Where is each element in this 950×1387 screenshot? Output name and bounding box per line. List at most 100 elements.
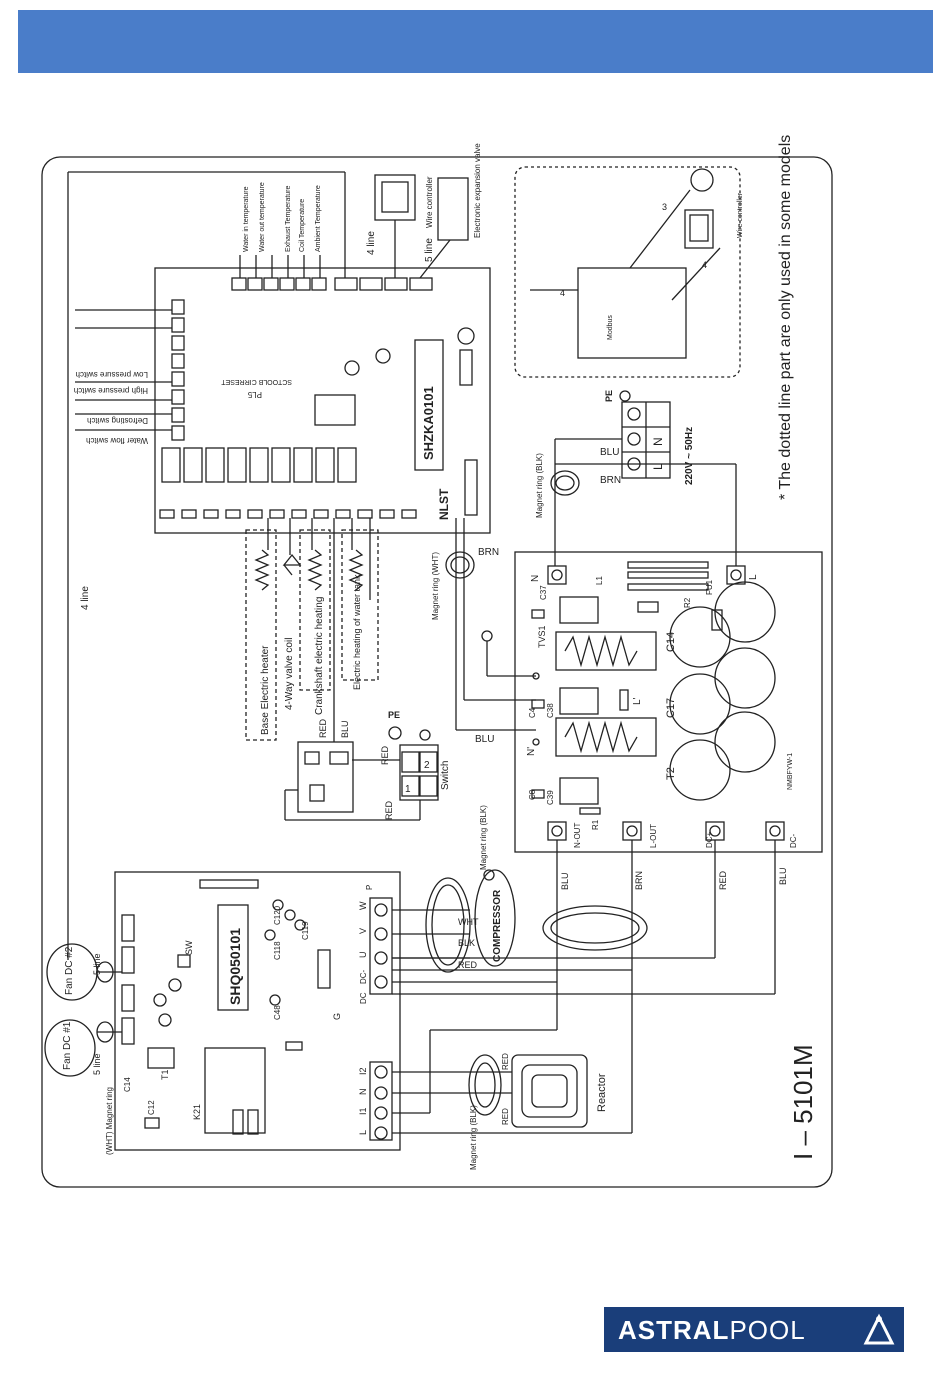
filter-c37: C37 [539, 585, 548, 600]
inverter-u: U [358, 952, 368, 959]
phase-blk: BLK [458, 938, 475, 948]
inverter-c119: C119 [301, 921, 310, 940]
inverter-v: V [358, 928, 368, 934]
inverter-board [114, 871, 401, 1151]
bus-red: RED [718, 870, 728, 890]
switch-pin-2: 2 [424, 760, 430, 771]
diagram-frame [41, 156, 833, 1188]
dotted-4b: 4 [560, 288, 565, 298]
inverter-code: SHQ050101 [227, 928, 243, 1005]
power-blu: BLU [600, 447, 619, 458]
power-pe: PE [604, 390, 614, 402]
output-pads [159, 509, 417, 519]
inverter-c120: C120 [273, 905, 282, 925]
four-line-label: 4 line [366, 231, 377, 255]
fan-5line-b: 5 line [92, 1053, 102, 1075]
inverter-terminal-strip [369, 897, 393, 1141]
bus-blu: BLU [560, 872, 570, 890]
power-term-l: L [651, 463, 665, 470]
nlst-label: NLST [437, 488, 451, 520]
switch-input-1: Water flow switch [86, 436, 148, 445]
filter-board [514, 551, 823, 853]
bus-brn: BRN [634, 871, 644, 890]
reactor-ring: Magnet ring (BLK) [469, 1105, 478, 1170]
dotted-modbus-box [514, 166, 741, 378]
inverter-dc: DC [359, 992, 368, 1004]
main-board-sub: PL5 [247, 390, 262, 399]
filter-nout: N-OUT [573, 823, 582, 848]
temp-input-2: Water out temperature [259, 182, 266, 252]
modbus-label: Modbus [607, 315, 614, 340]
reactor-label: Reactor [596, 1073, 608, 1112]
inverter-t1: T1 [160, 1069, 170, 1080]
header-bar [18, 10, 933, 73]
fan-dc-1 [44, 1019, 96, 1077]
main-mcu [414, 339, 444, 471]
temp-input-1: Water in temperature [243, 186, 250, 252]
dotted-4a: 4 [702, 260, 707, 270]
switch-input-4: Low pressure switch [76, 370, 148, 379]
inverter-dcminus: DC- [359, 969, 368, 984]
inverter-term-n: N [358, 1089, 368, 1096]
pump-relay [297, 741, 354, 813]
switch-input-2: Defrosting switch [87, 416, 148, 425]
switch-wire-1: RED [384, 800, 394, 820]
power-brn: BRN [600, 475, 621, 486]
inverter-term-l: L [358, 1130, 368, 1135]
relay-row [161, 447, 357, 483]
expansion-valve [437, 177, 469, 241]
switch-wire-3: BLU [340, 720, 350, 738]
logo-text: ASTRALPOOL [618, 1315, 806, 1346]
water-tank-box [341, 529, 379, 681]
inverter-g: G [332, 1013, 342, 1020]
dotted-note: * The dotted line part are only used in … [777, 135, 794, 500]
fan-ring: (WHT) Magnet ring [105, 1087, 114, 1155]
exp-valve-label: Electronic expansion valve [473, 143, 482, 238]
modbus-board [577, 267, 687, 359]
switch-connectors [171, 299, 185, 441]
load-base-heater: Base Electric heater [260, 645, 271, 735]
filter-dcminus: DC- [789, 833, 798, 848]
load-valve: 4-Way valve coil [284, 638, 295, 710]
power-term-n: N [651, 437, 665, 446]
reactor-wire-1: RED [501, 1053, 510, 1070]
switch-wire-4: RED [318, 718, 328, 738]
switch-pin-1: 1 [405, 784, 411, 795]
filter-part: NMBFYW-1 [787, 753, 794, 790]
power-brn-2: BRN [478, 547, 499, 558]
filter-tvs1: TVS1 [537, 625, 547, 648]
filter-r2: R2 [683, 597, 692, 608]
filter-t2: T2 [665, 767, 677, 780]
inverter-c12: C12 [147, 1100, 156, 1115]
inverter-w: W [358, 901, 368, 910]
inverter-c14: C14 [123, 1077, 132, 1092]
astralpool-logo: ASTRALPOOL [604, 1307, 904, 1352]
dotted-3: 3 [662, 202, 667, 212]
temp-input-3: Exhaust Temperature [285, 185, 292, 252]
logo-bold: ASTRAL [618, 1315, 730, 1345]
five-line-label: 5 line [424, 238, 435, 262]
filter-c14: C14 [665, 632, 677, 652]
filter-c39: C39 [546, 790, 555, 805]
filter-c4: C4 [528, 707, 537, 718]
main-board-code: SHZKA0101 [421, 386, 436, 460]
inverter-c48: C48 [273, 1005, 282, 1020]
inverter-p: P [365, 885, 374, 890]
inverter-sw: SW [184, 940, 194, 955]
reactor [511, 1054, 588, 1128]
filter-fu1: FU1 [705, 579, 714, 595]
inverter-k21: K21 [192, 1104, 202, 1120]
dotted-wire-controller: Wire controller [737, 192, 744, 238]
filter-dcplus: DC+ [705, 831, 714, 848]
temp-input-5: Ambient Temperature [315, 185, 322, 252]
wire-controller-label: Wire controller [425, 176, 434, 228]
switch-pe: PE [388, 710, 400, 720]
switch-block [399, 744, 439, 801]
load-water-tank: Electric heating of water tank [352, 574, 362, 690]
power-blu-2: BLU [475, 734, 494, 745]
filter-c17: C17 [665, 698, 677, 718]
filter-c38: C38 [546, 703, 555, 718]
filter-l: L [748, 574, 759, 580]
fan2-label: Fan DC #2 [64, 946, 75, 995]
